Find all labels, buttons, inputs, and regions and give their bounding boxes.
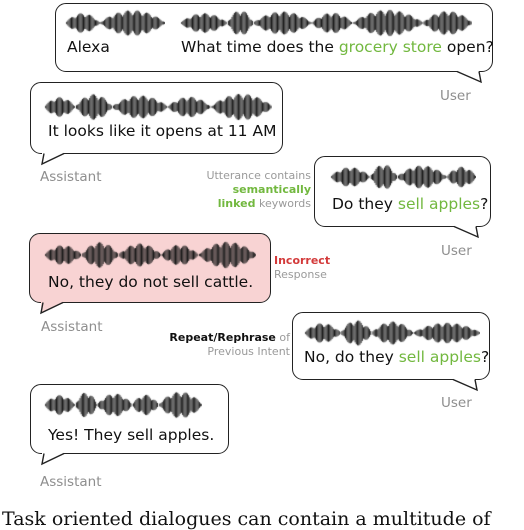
user-bubble-1-tail	[456, 70, 482, 84]
speaker-label-user: User	[441, 395, 472, 411]
waveform	[65, 8, 165, 38]
speaker-label-assistant: Assistant	[41, 319, 103, 335]
waveform	[180, 8, 472, 38]
user-utterance-2: Do they sell apples?	[332, 195, 489, 213]
user-utterance-3: No, do they sell apples?	[304, 348, 490, 366]
annotation-incorrect: Incorrect Response	[274, 254, 331, 281]
wake-word: Alexa	[67, 38, 110, 56]
keyword-highlight: grocery store	[338, 38, 442, 56]
assistant-bubble-2-tail	[41, 452, 65, 466]
waveform	[44, 92, 272, 122]
annotation-semantic: Utterance contains semantically linked k…	[206, 169, 311, 210]
waveform	[44, 390, 202, 420]
user-bubble-3-tail	[452, 378, 478, 392]
speaker-label-user: User	[440, 88, 471, 104]
assistant-utterance-2: Yes! They sell apples.	[48, 426, 215, 444]
figure-caption: Task oriented dialogues can contain a mu…	[2, 508, 491, 530]
user-utterance-1: What time does the grocery store open?	[181, 38, 494, 56]
waveform	[304, 318, 480, 348]
assistant-utterance-1: It looks like it opens at 11 AM	[48, 122, 277, 140]
keyword-highlight: sell apples	[397, 195, 481, 213]
assistant-bubble-1-tail	[41, 152, 65, 166]
keyword-highlight: sell apples	[398, 348, 481, 366]
speaker-label-user: User	[441, 243, 472, 259]
waveform	[44, 240, 256, 270]
user-bubble-2-tail	[453, 225, 479, 239]
speaker-label-assistant: Assistant	[40, 474, 102, 490]
speaker-label-assistant: Assistant	[40, 169, 102, 185]
assistant-bubble-incorrect-tail	[40, 301, 64, 315]
annotation-repeat: Repeat/Rephrase of Previous Intent	[169, 331, 290, 358]
assistant-utterance-incorrect: No, they do not sell cattle.	[48, 273, 254, 291]
waveform	[330, 162, 476, 192]
